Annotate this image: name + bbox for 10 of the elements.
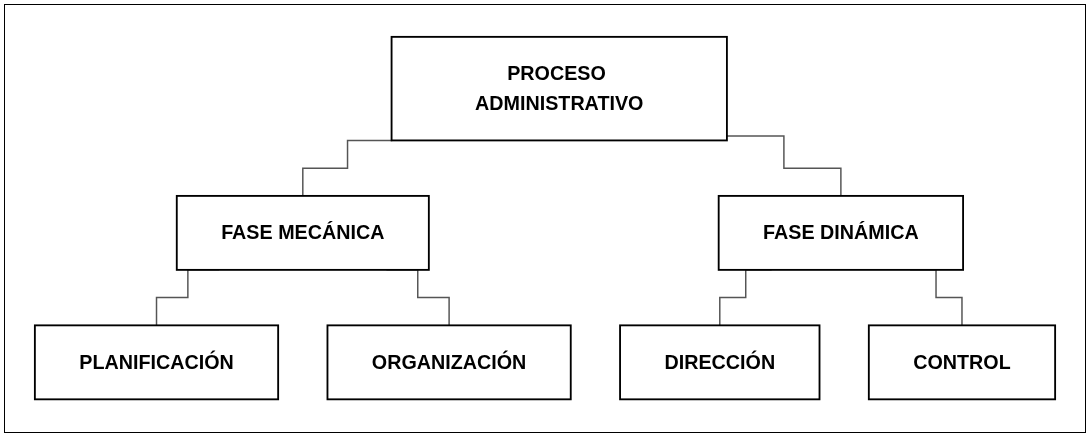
diagram-frame: PROCESO ADMINISTRATIVO FASE MECÁNICA FASE DINÁMICA PLANIFICACIÓN ORGANIZACIÓN DIRECCIÓN CONTROL	[4, 4, 1086, 433]
node-box	[867, 324, 1057, 401]
node-box	[33, 324, 280, 401]
node-box	[717, 195, 964, 272]
connector	[302, 140, 393, 198]
node-box	[175, 195, 430, 272]
node-box	[390, 36, 728, 142]
node-box	[326, 324, 572, 401]
connector	[726, 135, 842, 198]
node-box	[619, 324, 821, 401]
